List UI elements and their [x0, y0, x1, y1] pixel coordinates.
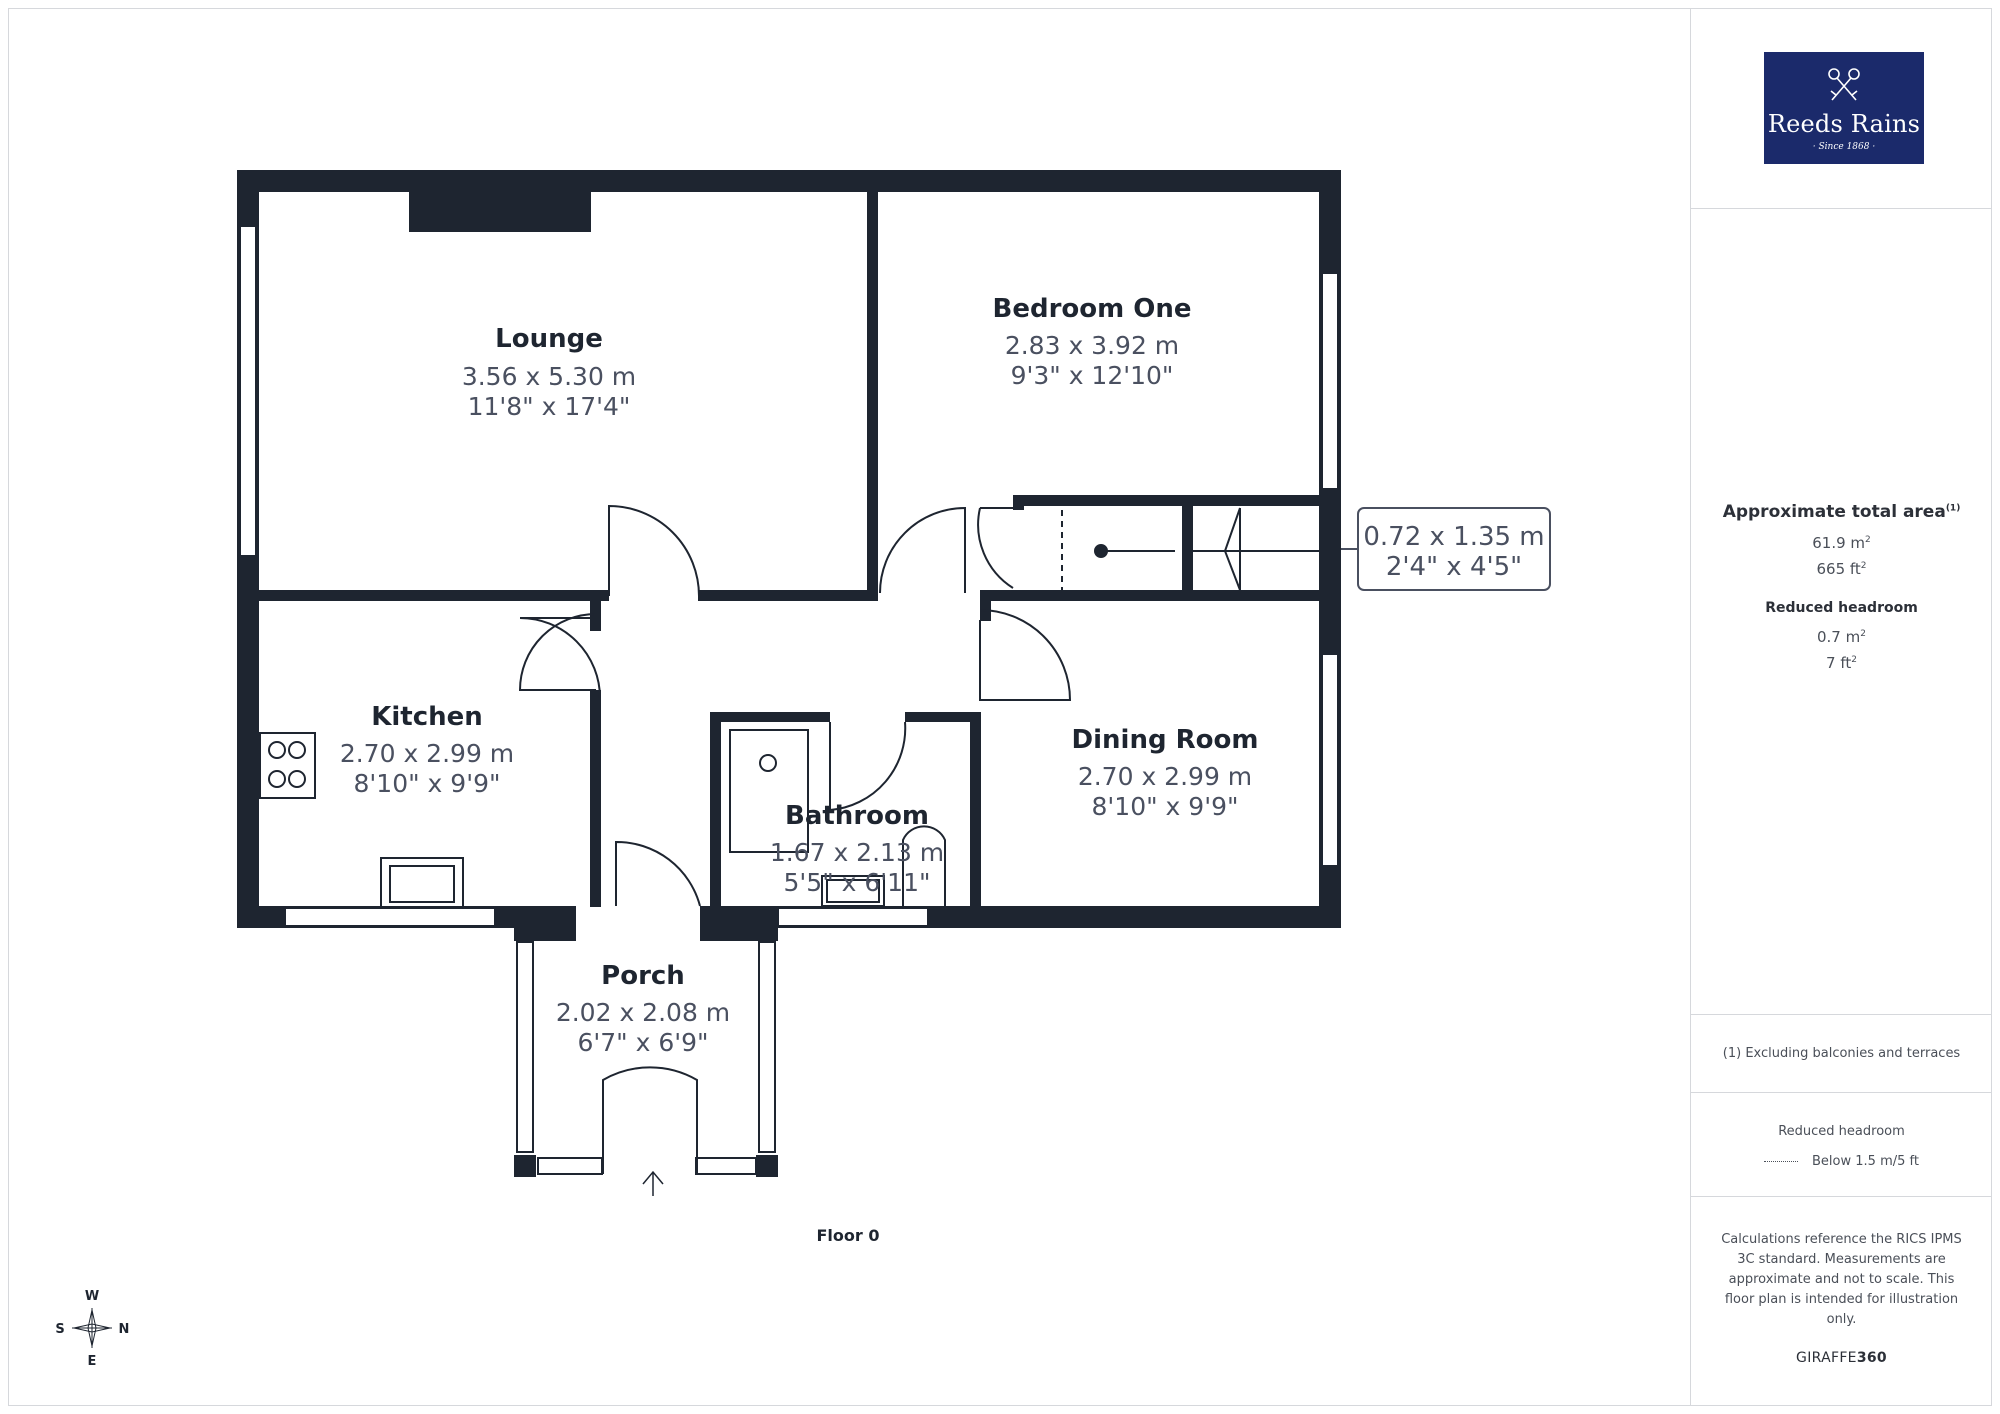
reduced-headroom-title: Reduced headroom — [1765, 600, 1918, 616]
calculations-note: Calculations reference the RICS IPMS 3C … — [1721, 1232, 1962, 1327]
windows — [239, 225, 1339, 1175]
divider — [1691, 1196, 1992, 1197]
divider — [1691, 1014, 1992, 1015]
room-name-porch: Porch — [601, 961, 685, 991]
excluding-note: (1) Excluding balconies and terraces — [1722, 1046, 1961, 1061]
logo-since: · Since 1868 · — [1812, 142, 1876, 152]
room-metric-dining-room: 2.70 x 2.99 m — [1078, 762, 1252, 791]
giraffe360-brand: GIRAFFE360 — [1796, 1350, 1887, 1366]
compass-e: E — [88, 1354, 97, 1369]
dotted-line-icon — [1764, 1161, 1799, 1162]
room-name-lounge: Lounge — [495, 324, 603, 354]
logo-name: Reeds Rains — [1767, 110, 1921, 138]
fixtures — [259, 507, 1319, 909]
divider — [1691, 208, 1992, 209]
reduced-m2: 0.7 m2 — [1817, 628, 1866, 646]
legend-title: Reduced headroom — [1778, 1124, 1905, 1139]
room-name-bedroom-one: Bedroom One — [993, 294, 1192, 324]
compass-icon: W S N E — [55, 1289, 129, 1369]
room-imperial-kitchen: 8'10" x 9'9" — [354, 769, 501, 798]
area-m2: 61.9 m2 — [1812, 534, 1871, 552]
floor-label: Floor 0 — [817, 1226, 880, 1245]
compass-w: W — [85, 1289, 99, 1304]
room-imperial-porch: 6'7" x 6'9" — [577, 1028, 708, 1057]
doors — [518, 504, 1072, 1174]
room-imperial-bedroom-one: 9'3" x 12'10" — [1011, 361, 1174, 390]
crossed-keys-icon — [1828, 68, 1860, 101]
compass-s: S — [55, 1322, 64, 1337]
room-metric-porch: 2.02 x 2.08 m — [556, 998, 730, 1027]
page-frame — [8, 8, 1992, 1406]
entrance-arrow-icon — [642, 1170, 664, 1196]
compass-n: N — [119, 1322, 130, 1337]
legend-row: Below 1.5 m/5 ft — [1691, 1154, 1992, 1169]
cupboard-imperial: 2'4" x 4'5" — [1386, 552, 1522, 582]
room-name-bathroom: Bathroom — [785, 801, 929, 831]
info-sidebar: Reeds Rains · Since 1868 · Approximate t… — [1690, 8, 1992, 1406]
room-metric-bathroom: 1.67 x 2.13 m — [770, 838, 944, 867]
area-summary: Approximate total area(1) 61.9 m2 665 ft… — [1691, 502, 1992, 672]
room-imperial-lounge: 11'8" x 17'4" — [468, 392, 631, 421]
room-metric-bedroom-one: 2.83 x 3.92 m — [1005, 331, 1179, 360]
divider — [1691, 1092, 1992, 1093]
area-title: Approximate total area(1) — [1722, 502, 1961, 522]
legend-text: Below 1.5 m/5 ft — [1812, 1154, 1919, 1169]
room-imperial-dining-room: 8'10" x 9'9" — [1092, 792, 1239, 821]
reeds-rains-logo: Reeds Rains · Since 1868 · — [1764, 52, 1924, 164]
room-metric-kitchen: 2.70 x 2.99 m — [340, 739, 514, 768]
reduced-ft2: 7 ft2 — [1826, 654, 1857, 672]
floor-plan: Lounge 3.56 x 5.30 m 11'8" x 17'4" Bedro… — [55, 170, 1551, 1369]
cupboard-metric: 0.72 x 1.35 m — [1363, 522, 1544, 552]
room-metric-lounge: 3.56 x 5.30 m — [462, 362, 636, 391]
area-ft2: 665 ft2 — [1816, 560, 1867, 578]
room-name-kitchen: Kitchen — [371, 702, 483, 732]
room-imperial-bathroom: 5'5" x 6'11" — [784, 868, 931, 897]
room-name-dining-room: Dining Room — [1072, 725, 1259, 755]
cupboard-label-box — [1341, 507, 1551, 591]
